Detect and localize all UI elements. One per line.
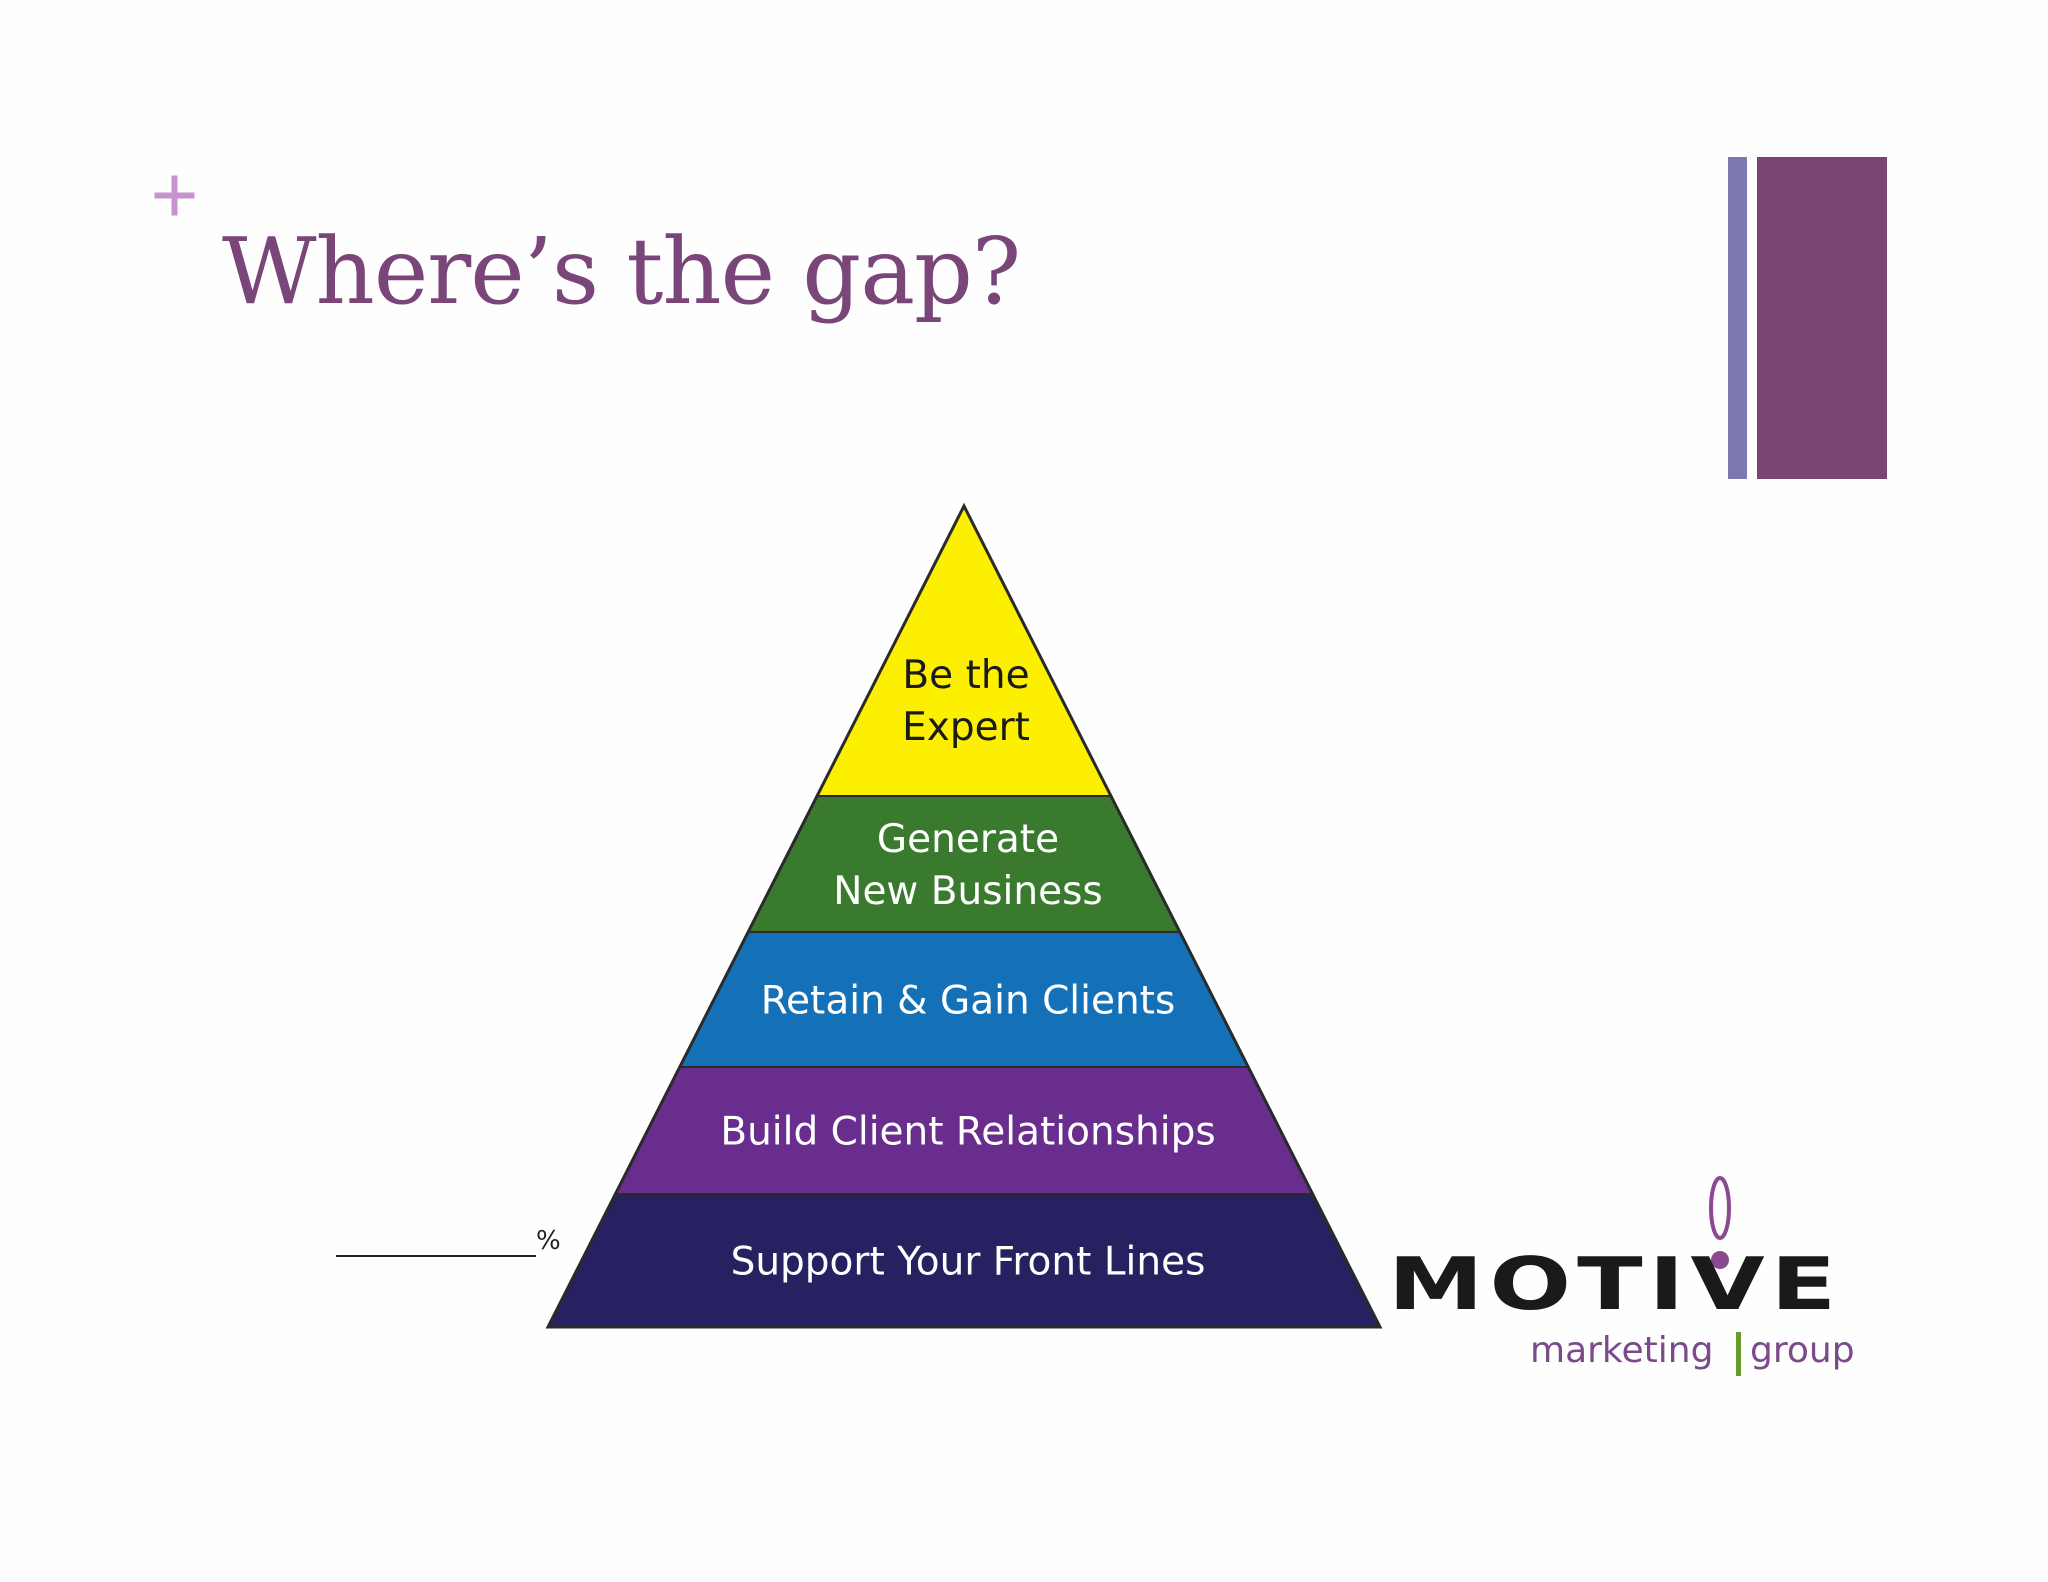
logo-separator: [1736, 1332, 1741, 1376]
pyramid-tier-2-label: Generate: [877, 817, 1059, 862]
accent-bar-wide: [1757, 157, 1887, 479]
logo-subtitle-left: marketing: [1530, 1330, 1714, 1371]
fill-in-blank-line: [336, 1255, 536, 1257]
logo-word: MOTIVE: [1388, 1242, 1843, 1326]
pyramid-tier-1: [815, 503, 1113, 797]
slide-title: Where’s the gap?: [222, 218, 1021, 325]
accent-bar-thin: [1728, 157, 1747, 479]
motive-logo: MOTIVE marketing group: [1380, 1170, 1855, 1390]
plus-icon: +: [150, 147, 200, 243]
pyramid-tier-1-label: Be the: [902, 653, 1029, 698]
pyramid-tier-3-label: Retain & Gain Clients: [761, 979, 1176, 1024]
pyramid-tier-4-label: Build Client Relationships: [720, 1110, 1215, 1155]
logo-figure-icon: [1709, 1176, 1731, 1269]
percent-sign: %: [536, 1226, 561, 1256]
logo-subtitle-right: group: [1750, 1330, 1855, 1371]
pyramid-tier-5-label: Support Your Front Lines: [731, 1240, 1206, 1285]
pyramid-outline: [545, 502, 1383, 1329]
pyramid-tier-2-label: New Business: [833, 869, 1102, 914]
pyramid-tier-1-label: Expert: [902, 705, 1030, 750]
